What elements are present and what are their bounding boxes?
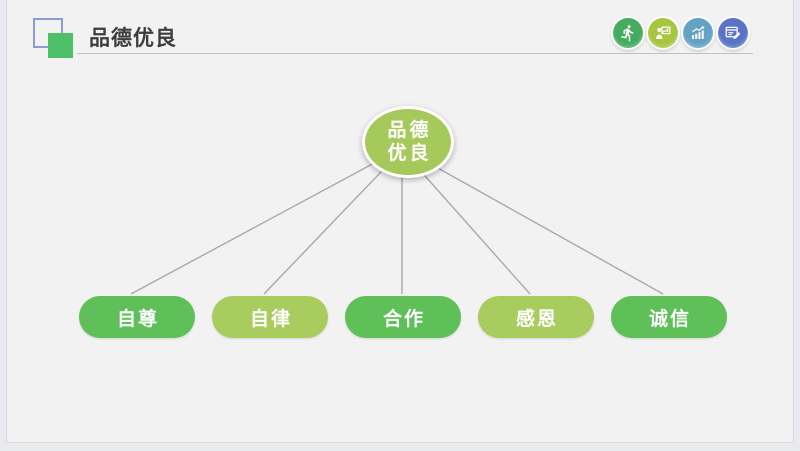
connector-line — [130, 147, 403, 295]
growth-chart-glyph — [692, 26, 705, 39]
header-icon-row — [613, 18, 748, 48]
root-node-label-line2: 优良 — [387, 143, 432, 164]
connector-line — [401, 147, 664, 295]
document-edit-icon[interactable] — [718, 18, 748, 48]
slide: 品德优良 — [6, 0, 794, 443]
document-edit-glyph — [725, 26, 741, 40]
pill-zizun: 自尊 — [79, 296, 195, 338]
pill-hezuo: 合作 — [345, 296, 461, 338]
pill-ganen: 感恩 — [478, 296, 594, 338]
connector-lines — [130, 147, 664, 295]
pill-chengxin: 诚信 — [611, 296, 727, 338]
pill-zilv: 自律 — [212, 296, 328, 338]
header-divider — [77, 53, 753, 54]
runner-icon[interactable] — [613, 18, 643, 48]
runner-glyph — [621, 25, 634, 42]
slide-title: 品德优良 — [89, 27, 177, 50]
logo-filled-square — [48, 33, 73, 58]
presenter-glyph — [656, 26, 671, 39]
root-node-label-line1: 品德 — [387, 120, 432, 141]
overlap-squares-logo — [33, 18, 77, 62]
presenter-chart-icon[interactable] — [648, 18, 678, 48]
growth-chart-icon[interactable] — [683, 18, 713, 48]
root-node: 品德 优良 — [362, 106, 454, 178]
